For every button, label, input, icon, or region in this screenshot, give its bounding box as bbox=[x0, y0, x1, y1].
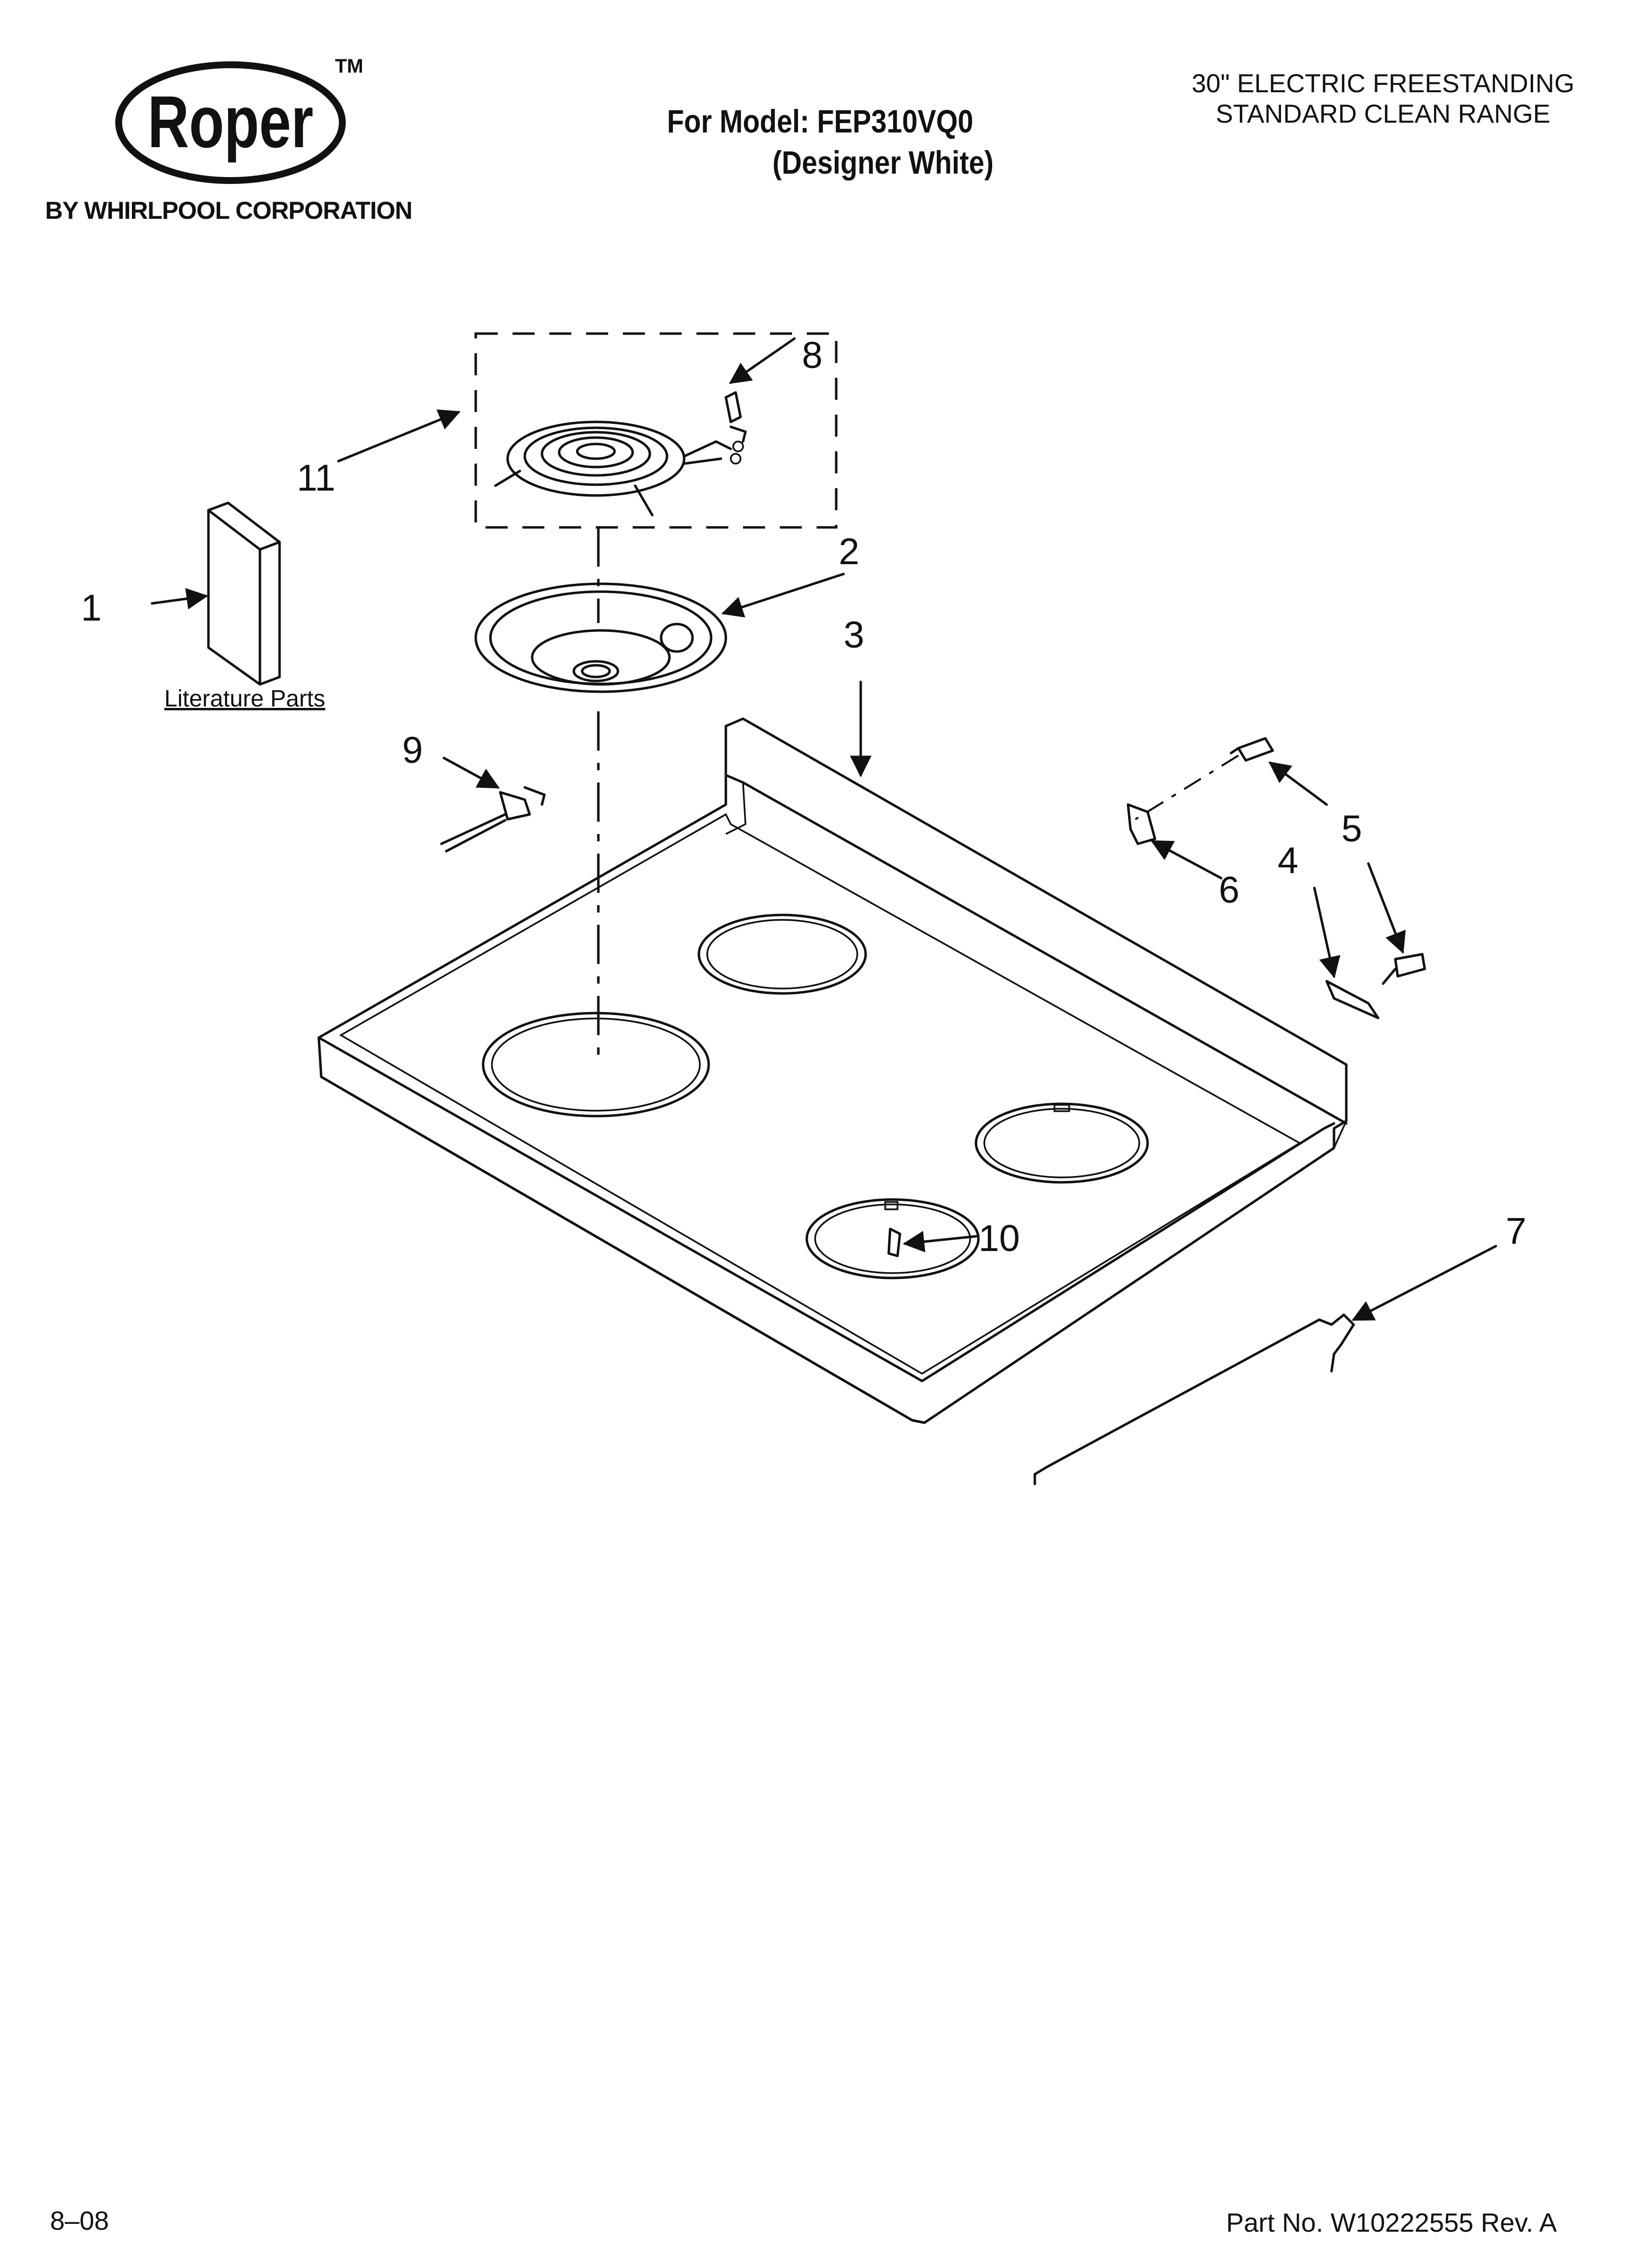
callout-10: 10 bbox=[978, 1218, 1020, 1259]
brand-tagline: BY WHIRLPOOL CORPORATION bbox=[45, 197, 412, 224]
product-line-1: 30" ELECTRIC FREESTANDING bbox=[1191, 69, 1575, 98]
roper-logo: Roper TM bbox=[0, 0, 441, 235]
callout-6: 6 bbox=[1219, 869, 1239, 911]
callout-2: 2 bbox=[839, 531, 859, 573]
clip-6 bbox=[1127, 803, 1156, 845]
surface-element-coil bbox=[494, 420, 732, 517]
callout-9: 9 bbox=[402, 730, 423, 771]
literature-parts-label: Literature Parts bbox=[164, 686, 325, 712]
element-group-dashed-box bbox=[474, 332, 838, 529]
part-number: Part No. W10222555 Rev. A bbox=[1226, 2208, 1557, 2238]
product-line-2: STANDARD CLEAN RANGE bbox=[1215, 100, 1551, 129]
literature-parts-booklet bbox=[207, 501, 281, 686]
brand-name: Roper bbox=[148, 80, 313, 163]
exploded-parts-diagram: Literature Parts bbox=[81, 332, 1526, 1486]
support-rod bbox=[1033, 1313, 1355, 1486]
screw-10 bbox=[887, 1227, 901, 1257]
callout-5: 5 bbox=[1341, 808, 1362, 850]
model-variant: (Designer White) bbox=[772, 144, 994, 181]
screw-5-lower bbox=[1382, 953, 1426, 985]
model-title: For Model: FEP310VQ0 (Designer White) bbox=[667, 101, 994, 183]
callout-11: 11 bbox=[297, 457, 335, 499]
wire-connector bbox=[440, 786, 546, 853]
trademark: TM bbox=[335, 55, 363, 77]
callout-3: 3 bbox=[844, 614, 864, 656]
callout-1: 1 bbox=[81, 587, 102, 629]
callout-4: 4 bbox=[1278, 840, 1298, 882]
product-description: 30" ELECTRIC FREESTANDING STANDARD CLEAN… bbox=[1162, 69, 1604, 130]
callout-7: 7 bbox=[1506, 1210, 1526, 1252]
drip-bowl bbox=[474, 582, 727, 693]
callout-8: 8 bbox=[802, 335, 822, 376]
cooktop-main-top bbox=[317, 717, 1348, 1424]
clip-alignment-line bbox=[1134, 755, 1239, 820]
screw-5-upper bbox=[1230, 737, 1274, 762]
terminal-block bbox=[724, 391, 747, 465]
revision-date: 8–08 bbox=[50, 2206, 109, 2236]
model-number: For Model: FEP310VQ0 bbox=[667, 103, 974, 139]
bracket-4 bbox=[1325, 980, 1380, 1019]
callout-arrows bbox=[151, 337, 1497, 1321]
